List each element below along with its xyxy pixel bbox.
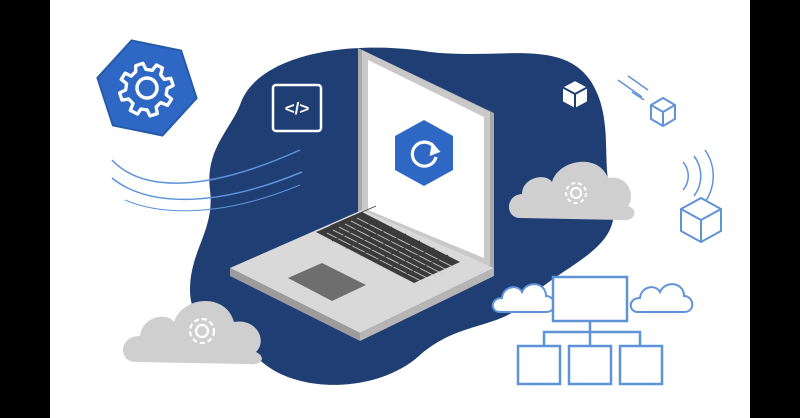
cube-icon-1	[523, 79, 589, 111]
code-tag-glyph: </>	[285, 99, 310, 118]
motion-lines	[111, 149, 303, 212]
gear-hexagon-icon	[96, 39, 198, 137]
outline-cloud-right	[629, 283, 694, 313]
refresh-hexagon-icon	[395, 120, 453, 186]
letterbox-left	[0, 0, 50, 418]
code-tag-icon: </>	[271, 83, 323, 133]
cube-icon-2	[617, 75, 676, 127]
illustration-canvas: </>	[50, 0, 750, 418]
flowchart-icon	[516, 275, 664, 386]
cloud-gear-icon-left	[122, 300, 262, 365]
flowchart-node-1	[516, 344, 562, 386]
flowchart-top-node	[551, 275, 629, 323]
flowchart-node-3	[618, 344, 664, 386]
flowchart-node-2	[567, 344, 613, 386]
letterbox-right	[750, 0, 800, 418]
laptop-trackpad	[288, 263, 366, 301]
cube-icon-3	[680, 149, 722, 243]
cloud-gear-icon-right	[508, 161, 635, 221]
laptop-keyboard	[316, 205, 460, 287]
